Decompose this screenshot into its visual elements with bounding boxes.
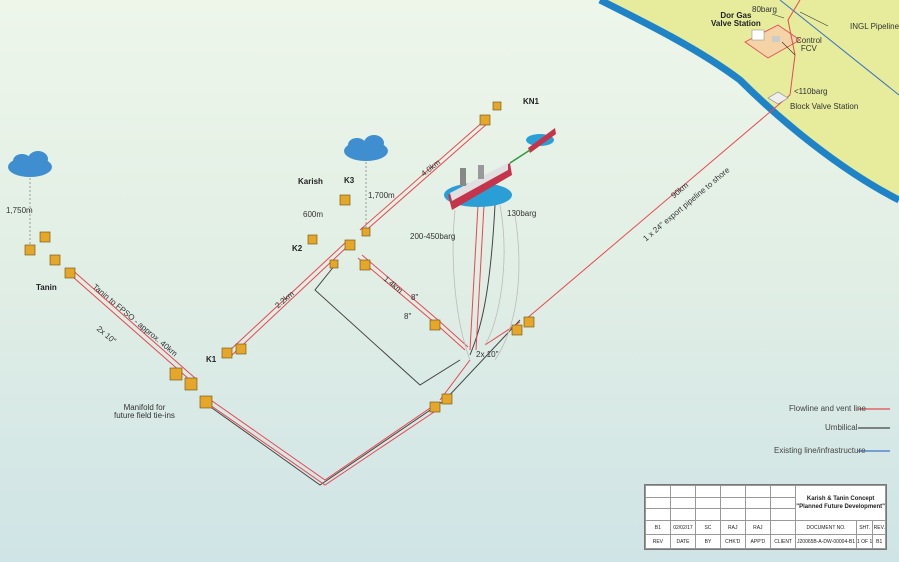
legend-flowline: Flowline and vent line: [789, 404, 866, 413]
label-control-fcv: Control FCV: [796, 36, 822, 53]
label-8in-b: 8": [404, 312, 412, 321]
tb-h-chkd: CHK'D: [719, 534, 746, 549]
label-130barg: 130barg: [507, 209, 537, 218]
tb-by: SC: [695, 520, 721, 536]
tb-rev: B1: [645, 520, 671, 536]
label-110barg: <110barg: [794, 87, 828, 96]
label-kn1: KN1: [523, 97, 540, 106]
label-ingl: INGL Pipeline: [850, 22, 899, 31]
tb-h-date: DATE: [669, 534, 697, 549]
label-8in-a: 8": [411, 293, 419, 302]
ingl-pipeline: [779, 0, 899, 96]
label-2x10-b: 2x 10": [476, 350, 499, 359]
label-200-450barg: 200-450barg: [410, 232, 456, 241]
cloud-icon-tanin: [8, 151, 52, 177]
title-block-title: Karish & Tanin Concept "Planned Future D…: [795, 484, 886, 522]
coastline: [598, 0, 899, 204]
label-k1: K1: [206, 355, 217, 364]
block-valve-station: [767, 91, 789, 105]
subsea-structures: [24, 101, 535, 413]
tb-h-appd: APP'D: [744, 534, 771, 549]
tb-sht-header: SHT.: [855, 520, 874, 536]
tb-rev2: B1: [872, 534, 886, 549]
label-block-valve: Block Valve Station: [790, 102, 859, 111]
label-600m: 600m: [303, 210, 324, 219]
legend-existing: Existing line/infrastructure: [774, 446, 866, 455]
tb-date: 02/02/17: [669, 520, 697, 536]
umbilical-lines: [204, 204, 521, 486]
flowlines: [64, 94, 791, 486]
risers: [452, 204, 520, 361]
tb-sht: 1 OF 1: [855, 534, 874, 549]
label-1700m: 1,700m: [368, 191, 395, 200]
label-1750m: 1,750m: [6, 206, 33, 215]
title-block: Karish & Tanin Concept "Planned Future D…: [644, 484, 887, 550]
label-dor-gas: Dor Gas Valve Station: [711, 11, 761, 28]
label-tanin: Tanin: [36, 283, 57, 292]
tb-chkd: RAJ: [719, 520, 746, 536]
dor-gas-valve-station: [744, 24, 801, 59]
shuttle-tanker: [526, 128, 556, 153]
tb-doc-no: J20065B-A-DW-00004-B1: [795, 534, 857, 549]
label-k2: K2: [292, 244, 303, 253]
label-80barg: 80barg: [752, 5, 777, 14]
cloud-icon-karish: [344, 135, 388, 161]
tb-appd: RAJ: [744, 520, 771, 536]
legend-umbilical: Umbilical: [825, 423, 858, 432]
label-manifold: Manifold for future field tie-ins: [114, 403, 175, 420]
tb-h-by: BY: [695, 534, 721, 549]
depth-markers: [29, 162, 367, 245]
tb-h-rev: REV: [645, 534, 671, 549]
fpso-vessel: [444, 163, 512, 210]
label-k3: K3: [344, 176, 355, 185]
label-karish: Karish: [298, 177, 323, 186]
tb-doc-header: DOCUMENT NO.: [795, 520, 857, 536]
tb-h-client: CLIENT: [769, 534, 797, 549]
tb-rev2-header: REV.: [872, 520, 886, 536]
